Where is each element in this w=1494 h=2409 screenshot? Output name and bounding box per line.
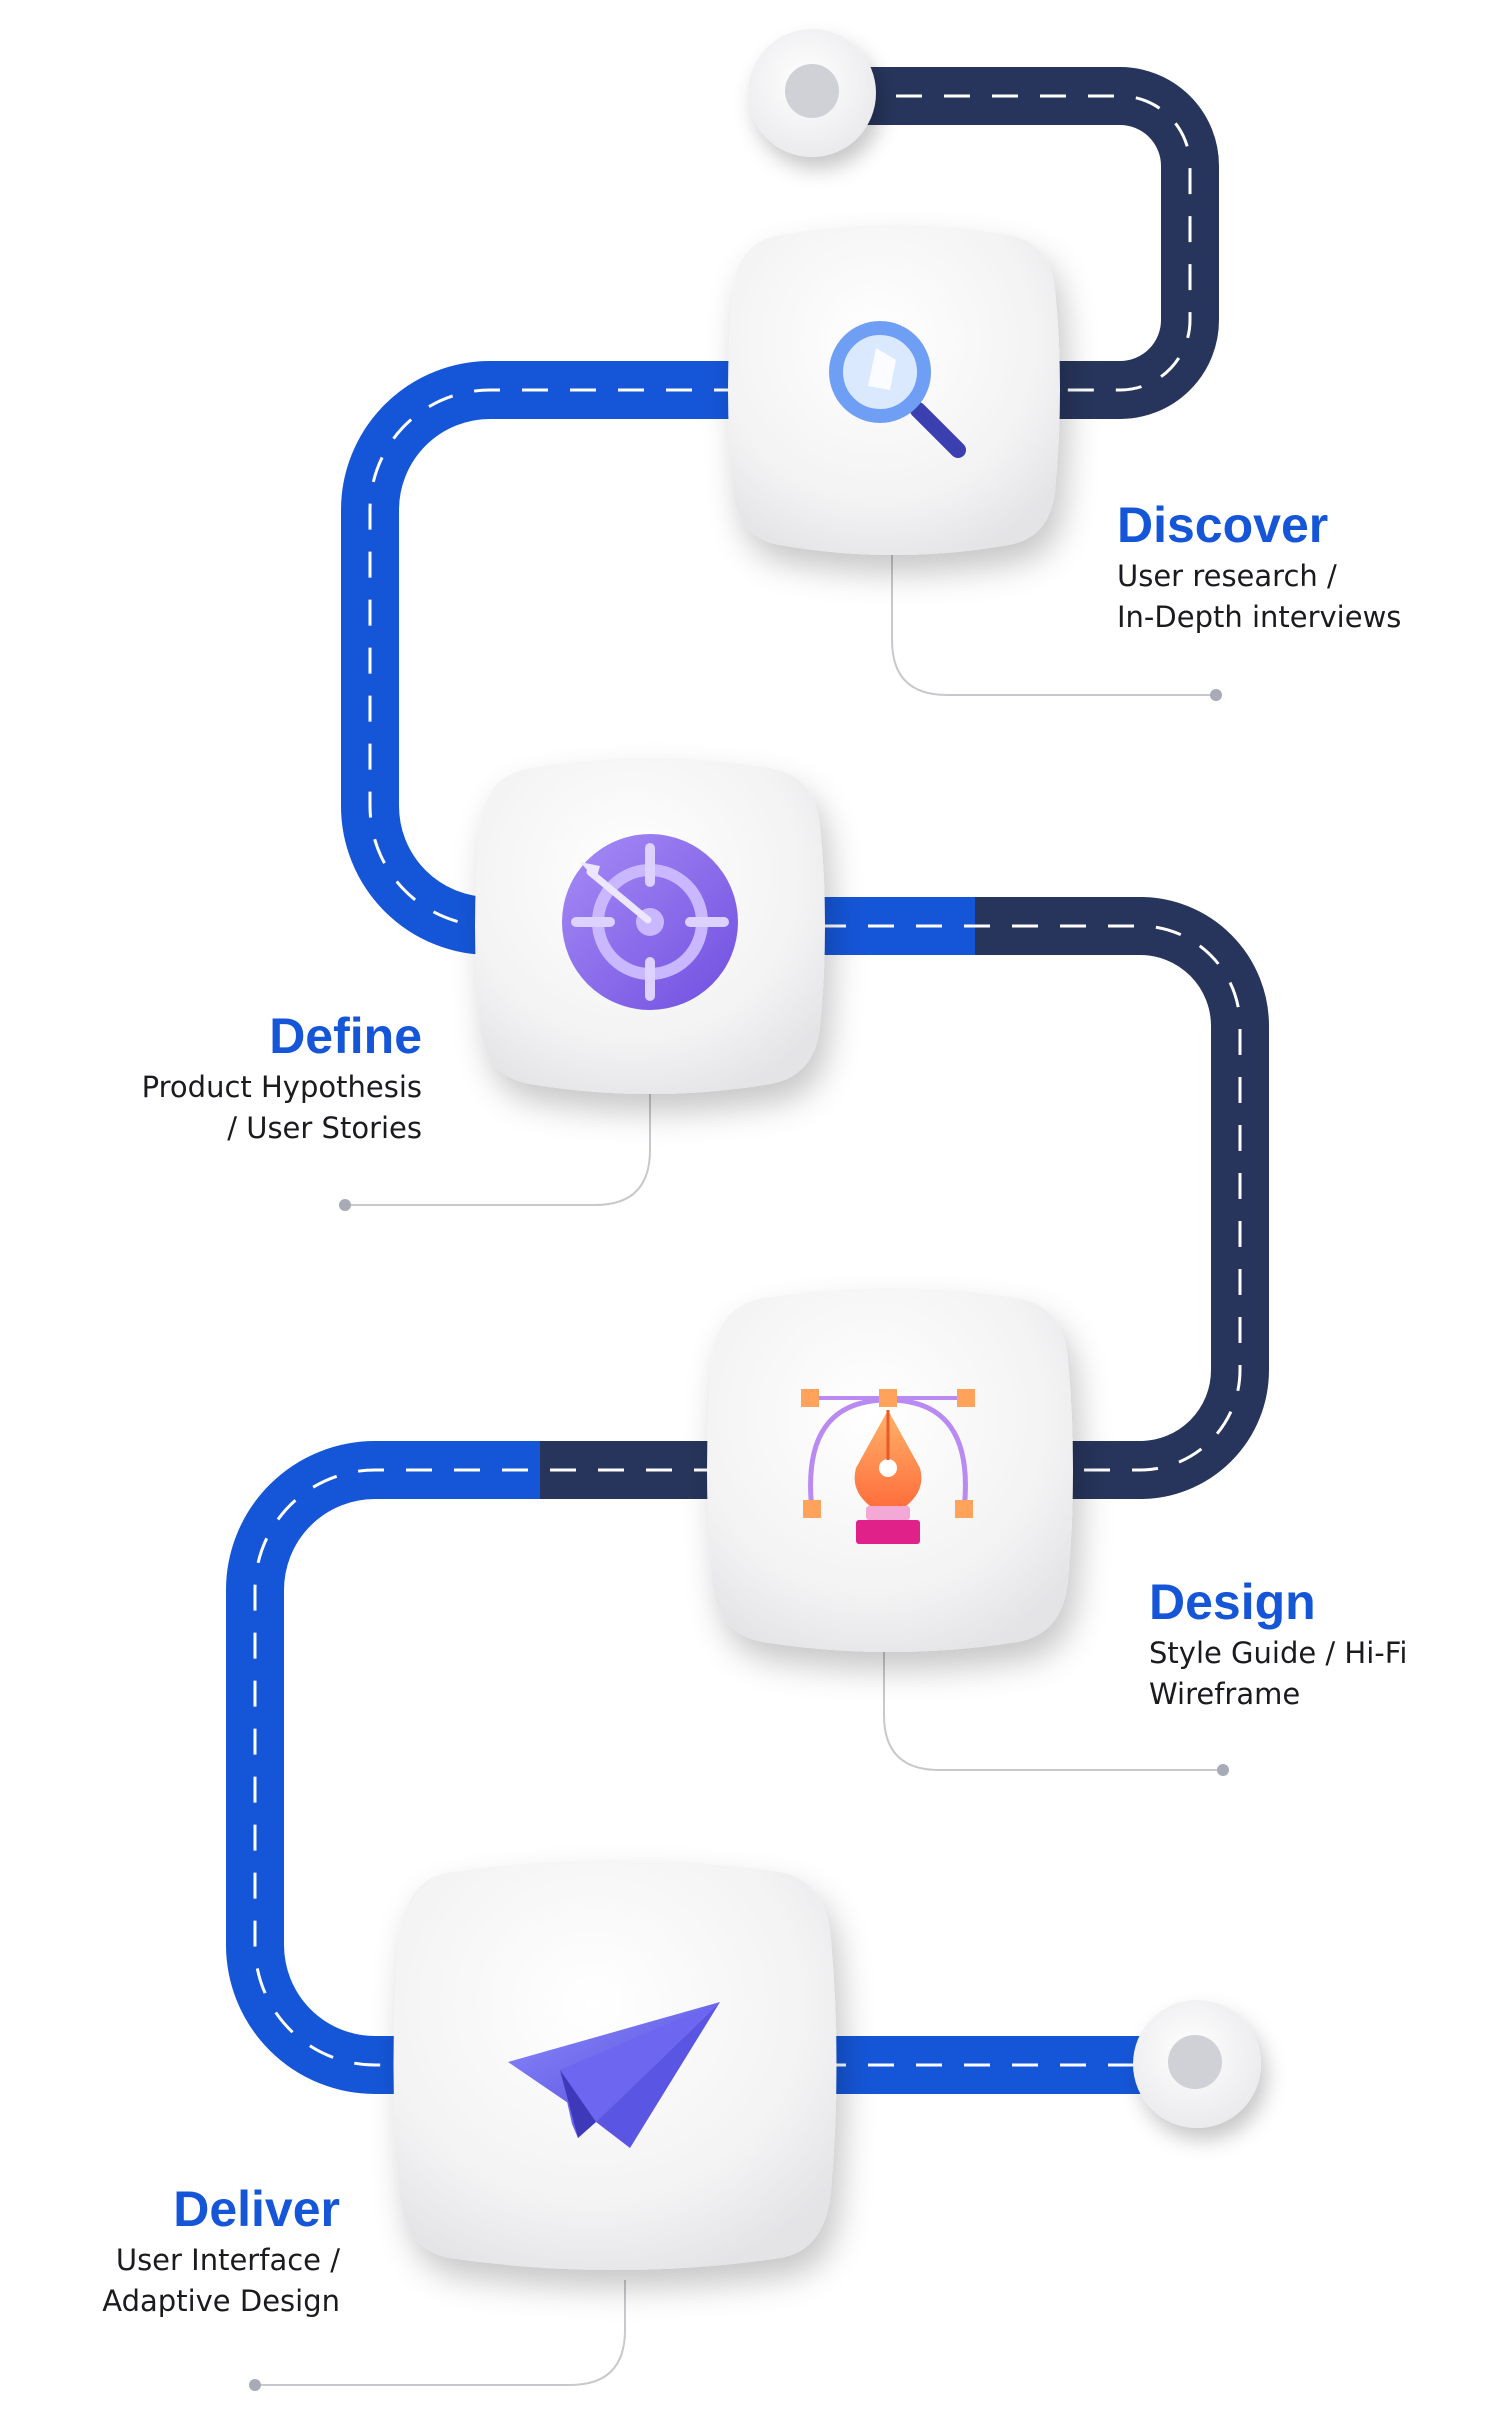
connectors bbox=[249, 540, 1229, 2391]
step-design: Design Style Guide / Hi-Fi Wireframe bbox=[1149, 1573, 1407, 1715]
connector-dot-define bbox=[339, 1199, 351, 1211]
step-desc-line1: Style Guide / Hi-Fi bbox=[1149, 1636, 1408, 1670]
road bbox=[226, 67, 1269, 2094]
step-desc-line1: Product Hypothesis bbox=[141, 1070, 422, 1104]
step-title: Design bbox=[1149, 1574, 1316, 1630]
connector-dot-design bbox=[1217, 1764, 1229, 1776]
step-desc-line2: In-Depth interviews bbox=[1117, 600, 1402, 634]
step-discover: Discover User research / In-Depth interv… bbox=[1117, 496, 1401, 638]
start-disc-center bbox=[785, 64, 839, 118]
step-define: Define Product Hypothesis / User Stories bbox=[100, 1007, 422, 1149]
step-desc-line1: User research / bbox=[1117, 559, 1337, 593]
step-desc-line2: / User Stories bbox=[227, 1111, 422, 1145]
target-icon bbox=[562, 834, 738, 1010]
connector-discover bbox=[891, 540, 1215, 696]
connector-deliver bbox=[255, 2280, 626, 2386]
step-desc-line2: Wireframe bbox=[1149, 1677, 1301, 1711]
pen-tool-icon bbox=[801, 1389, 975, 1544]
magnifier-icon bbox=[829, 321, 966, 458]
connector-dot-deliver bbox=[249, 2379, 261, 2391]
step-desc-line2: Adaptive Design bbox=[102, 2284, 340, 2318]
step-title: Discover bbox=[1117, 497, 1329, 553]
paper-plane-icon bbox=[508, 2002, 720, 2148]
step-title: Define bbox=[269, 1008, 422, 1064]
connector-dot-discover bbox=[1210, 689, 1222, 701]
connector-design bbox=[883, 1645, 1222, 1771]
step-title: Deliver bbox=[173, 2181, 340, 2237]
step-deliver: Deliver User Interface / Adaptive Design bbox=[60, 2180, 340, 2322]
connector-define bbox=[345, 1080, 651, 1206]
end-disc-center bbox=[1168, 2035, 1222, 2089]
step-desc-line1: User Interface / bbox=[115, 2243, 340, 2277]
